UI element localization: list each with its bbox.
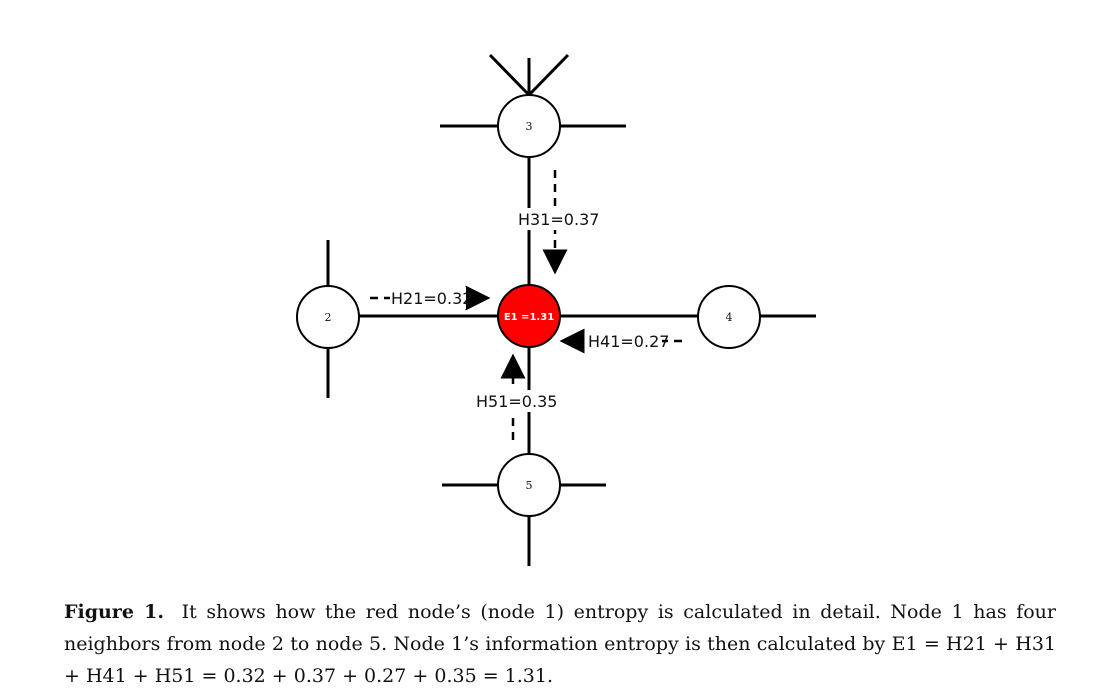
caption-text: It shows how the red node’s (node 1) ent… [64, 601, 1056, 655]
edge-labels: H31=0.37 H21=0.32 H41=0.27 H51=0.35 [390, 208, 669, 412]
node-5-label: 5 [526, 479, 533, 492]
node-3-spokes [440, 53, 626, 128]
node-3-label: 3 [526, 120, 533, 133]
node-4-label: 4 [726, 311, 733, 324]
center-node-label: E1 =1.31 [504, 312, 554, 323]
edge-label-h21: H21=0.32 [391, 289, 472, 308]
caption-equation: E1 = H21 + H31 + H41 + H51 = 0.32 + 0.37… [64, 633, 1057, 687]
edge-label-h51: H51=0.35 [476, 392, 557, 411]
node-5-spokes [442, 483, 606, 566]
node-2-label: 2 [325, 311, 332, 324]
node-4: 4 [697, 285, 761, 349]
caption-label: Figure 1. [64, 601, 164, 623]
node-3: 3 [497, 94, 561, 158]
node-2: 2 [296, 285, 360, 349]
node-1-center: E1 =1.31 [497, 284, 561, 348]
edges [359, 157, 698, 454]
edge-label-h31: H31=0.37 [518, 210, 599, 229]
node-5: 5 [497, 453, 561, 517]
edge-label-h41: H41=0.27 [588, 332, 669, 351]
figure-caption: Figure 1. It shows how the red node’s (n… [64, 596, 1056, 692]
